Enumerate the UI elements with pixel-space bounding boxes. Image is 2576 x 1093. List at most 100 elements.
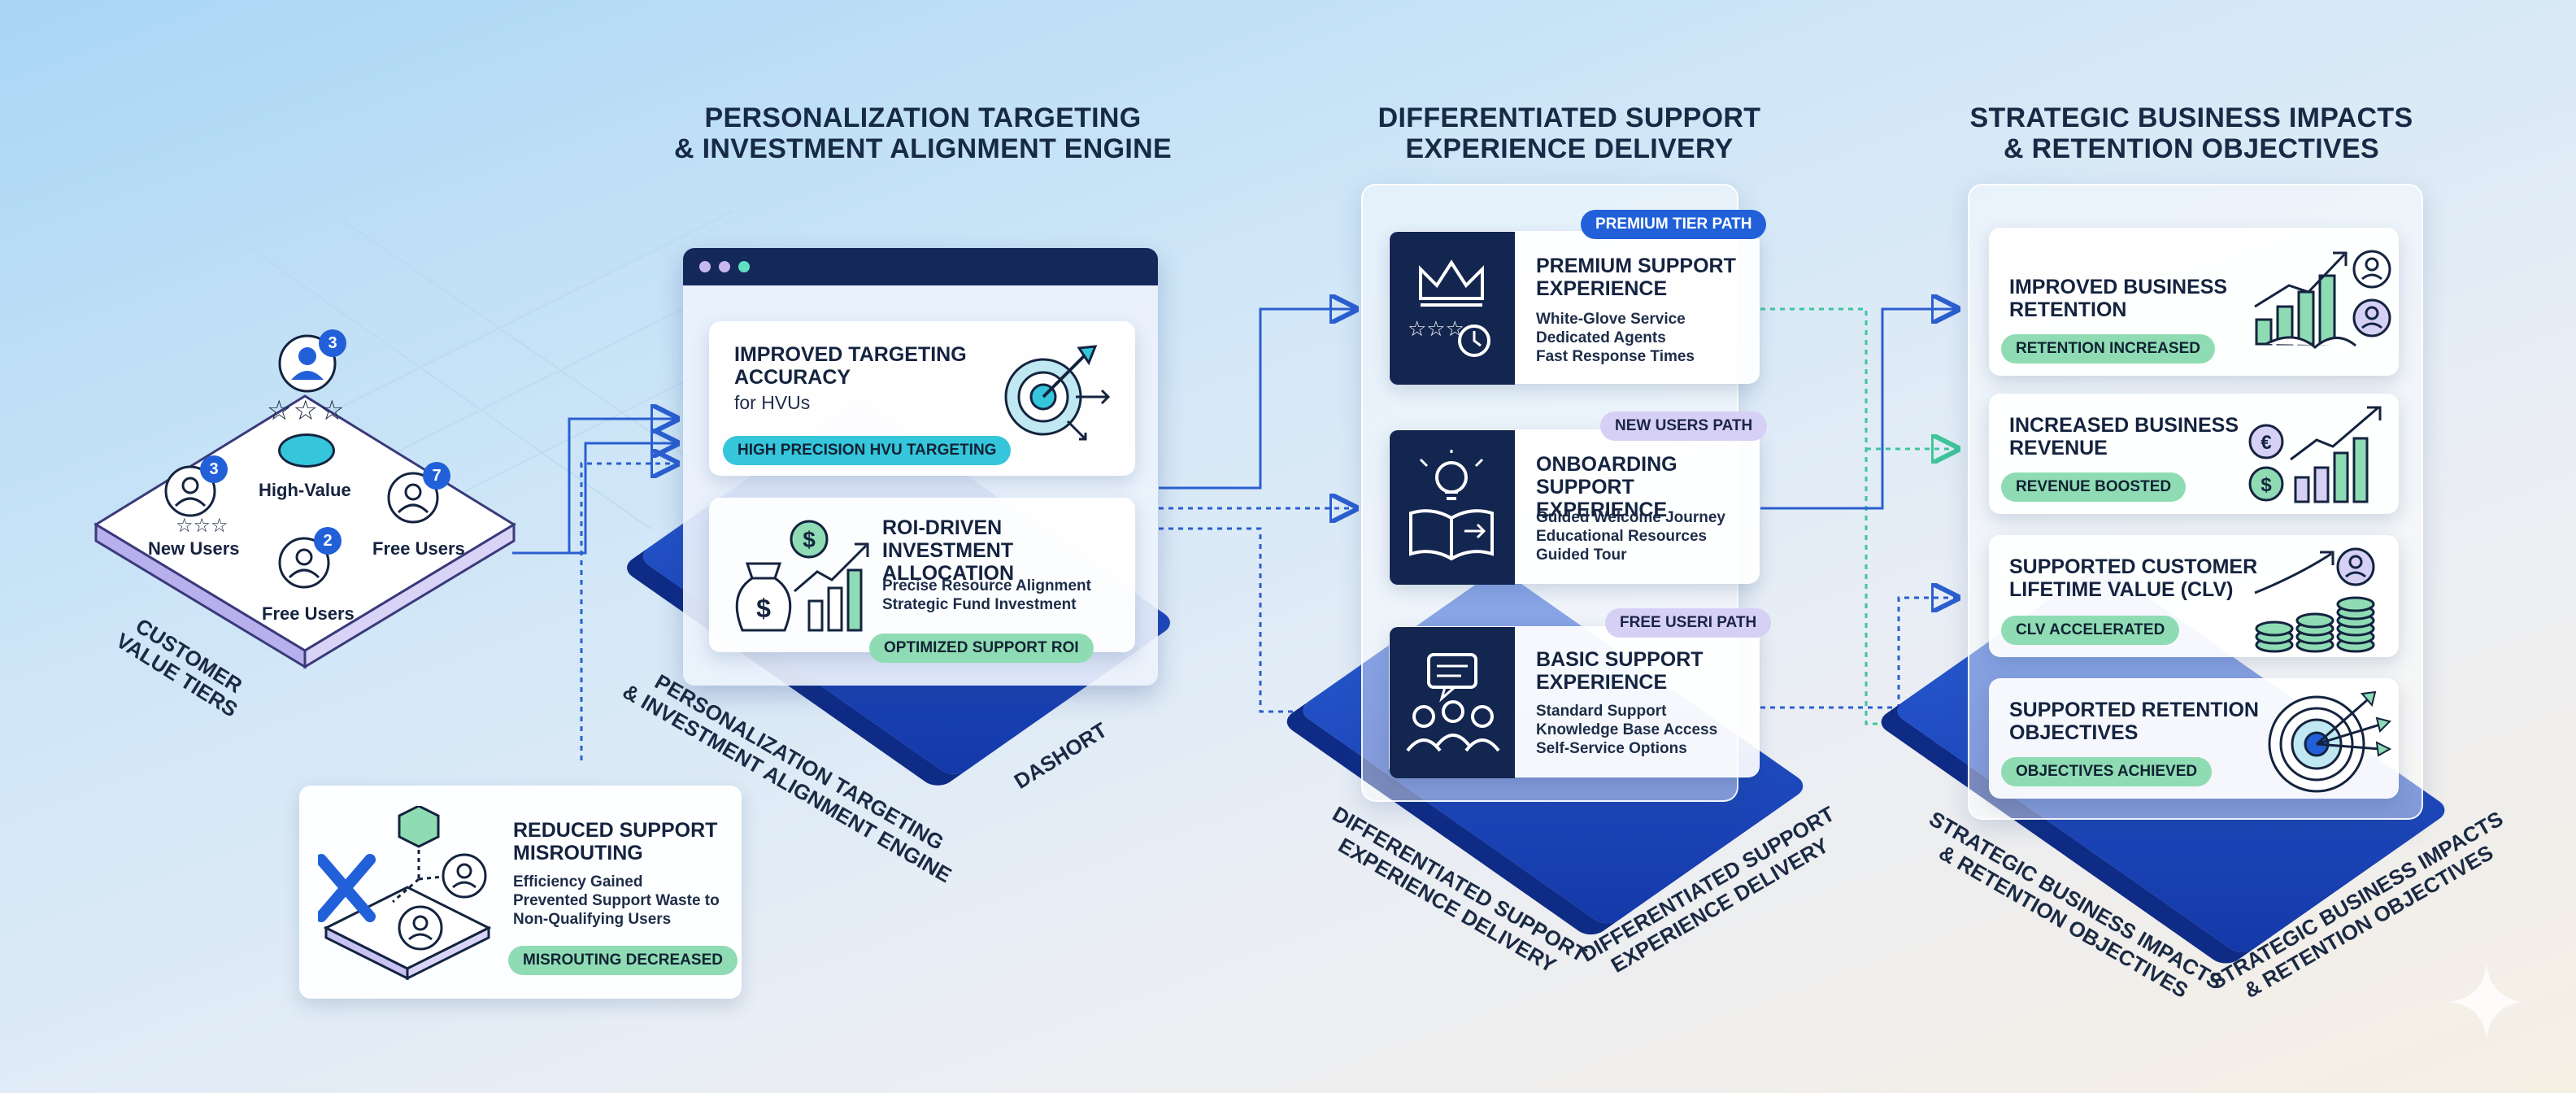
revenue-title-line1: INCREASED BUSINESS: [2009, 414, 2239, 437]
crown-icon: ☆☆☆: [1408, 259, 1490, 357]
basic-support-card: BASIC SUPPORT EXPERIENCE Standard Suppor…: [1389, 626, 1760, 778]
basic-icon-tile: [1390, 627, 1515, 778]
objectives-title-line1: SUPPORTED RETENTION: [2009, 699, 2259, 721]
clv-title-line2: LIFETIME VALUE (CLV): [2009, 578, 2234, 601]
targeting-title-line1: IMPROVED TARGETING: [734, 343, 967, 366]
clv-pill: CLV ACCELERATED: [2001, 616, 2180, 645]
window-dot-icon: [719, 261, 730, 272]
premium-icon-tile: ☆☆☆: [1390, 232, 1515, 385]
premium-tier-tag: PREMIUM TIER PATH: [1581, 210, 1767, 239]
new-users-label: New Users: [148, 538, 240, 559]
revenue-pill: REVENUE BOOSTED: [2001, 472, 2187, 502]
misrouting-title-line2: MISROUTING: [513, 842, 643, 864]
onboarding-item: Guided Welcome Journey: [1536, 509, 1725, 526]
basic-title-line1: BASIC SUPPORT: [1536, 648, 1704, 671]
roi-title-line1: ROI-DRIVEN: [882, 516, 1003, 539]
roi-title-line2: INVESTMENT ALLOCATION: [882, 539, 1015, 585]
revenue-title-line2: REVENUE: [2009, 437, 2108, 459]
high-value-tier: 3 ☆☆☆: [267, 329, 366, 484]
new-users-stars-icon: ☆☆☆: [176, 515, 228, 537]
targeting-subtitle: for HVUs: [734, 392, 811, 413]
roi-body-line2: Strategic Fund Investment: [882, 596, 1077, 613]
onboarding-item: Educational Resources: [1536, 528, 1708, 545]
free-users-bottom-badge: 2: [314, 527, 342, 555]
misrouting-pill: MISROUTING DECREASED: [508, 946, 738, 975]
basic-item: Self-Service Options: [1536, 740, 1687, 757]
engine-heading: PERSONALIZATION TARGETING & INVESTMENT A…: [626, 102, 1220, 164]
free-users-avatar-icon: [387, 472, 439, 524]
premium-item: Dedicated Agents: [1536, 329, 1666, 346]
retention-title-line1: IMPROVED BUSINESS: [2009, 276, 2228, 298]
misrouting-card: REDUCED SUPPORT MISROUTING Efficiency Ga…: [299, 786, 742, 999]
window-titlebar: [683, 248, 1158, 285]
free-users-bottom-tier: 2: [276, 527, 358, 600]
book-lightbulb-icon: [1409, 450, 1494, 561]
impacts-heading-line2: & RETENTION OBJECTIVES: [2004, 133, 2379, 164]
objectives-title-line2: OBJECTIVES: [2009, 721, 2139, 744]
star-rating-icon: ☆☆☆: [267, 395, 346, 426]
basic-item: Knowledge Base Access: [1536, 721, 1718, 738]
svg-text:$: $: [756, 594, 771, 623]
misrouting-body-line2: Prevented Support Waste to: [513, 892, 720, 909]
new-users-avatar-icon: [164, 465, 216, 517]
engine-heading-line2: & INVESTMENT ALIGNMENT ENGINE: [674, 133, 1172, 164]
free-user-path-tag: FREE USERI PATH: [1605, 608, 1772, 638]
misrouting-title-line1: REDUCED SUPPORT: [513, 819, 718, 842]
premium-item: Fast Response Times: [1536, 348, 1695, 365]
svg-text:☆☆☆: ☆☆☆: [1408, 316, 1464, 341]
onboarding-item: Guided Tour: [1536, 546, 1627, 564]
basic-title-line2: EXPERIENCE: [1536, 671, 1668, 694]
roi-allocation-card: $ $ ROI-DRIVEN INVESTMENT ALLOCATION Pre…: [709, 498, 1135, 663]
retention-objectives-card: SUPPORTED RETENTION OBJECTIVES OBJECTIVE…: [1989, 678, 2399, 799]
onboarding-title-line1: ONBOARDING: [1536, 453, 1677, 476]
retention-title-line2: RETENTION: [2009, 298, 2127, 321]
money-growth-icon: $ $: [735, 520, 869, 632]
window-dot-icon: [738, 261, 750, 272]
window-dot-icon: [699, 261, 711, 272]
free-users-bottom-label: Free Users: [262, 603, 355, 624]
premium-title-line2: EXPERIENCE: [1536, 277, 1668, 300]
new-users-path-tag: NEW USERS PATH: [1600, 412, 1768, 441]
misrouting-body-line3: Non-Qualifying Users: [513, 911, 672, 928]
engine-heading-line1: PERSONALIZATION TARGETING: [704, 102, 1142, 133]
free-users-right-label: Free Users: [372, 538, 465, 559]
high-value-label: High-Value: [259, 480, 351, 500]
handshake-growth-icon: [2254, 250, 2391, 349]
misrouting-icon: [318, 806, 492, 981]
currency-growth-icon: € $: [2248, 406, 2382, 503]
bullseye-icon: [2268, 690, 2392, 793]
svg-text:€: €: [2261, 432, 2271, 454]
free-users-right-tier: 7: [385, 462, 467, 535]
free-users-bottom-avatar-icon: [278, 537, 330, 589]
objectives-pill: OBJECTIVES ACHIEVED: [2001, 757, 2213, 786]
business-revenue-card: INCREASED BUSINESS REVENUE REVENUE BOOST…: [1989, 394, 2399, 514]
customer-clv-card: SUPPORTED CUSTOMER LIFETIME VALUE (CLV) …: [1989, 535, 2399, 657]
svg-text:$: $: [803, 527, 816, 552]
high-value-badge: 3: [319, 329, 346, 357]
onboarding-support-card: ONBOARDING SUPPORT EXPERIENCE Guided Wel…: [1389, 429, 1760, 585]
premium-title-line1: PREMIUM SUPPORT: [1536, 255, 1736, 277]
support-heading-line2: EXPERIENCE DELIVERY: [1405, 133, 1734, 164]
targeting-title-line2: ACCURACY: [734, 366, 851, 389]
support-heading: DIFFERENTIATED SUPPORT EXPERIENCE DELIVE…: [1317, 102, 1821, 164]
target-icon: [1004, 345, 1111, 441]
premium-item: White-Glove Service: [1536, 311, 1686, 328]
onboarding-icon-tile: [1390, 430, 1515, 585]
onboarding-title-line2: SUPPORT EXPERIENCE: [1536, 476, 1668, 521]
misrouting-body-line1: Efficiency Gained: [513, 873, 643, 891]
targeting-accuracy-card: IMPROVED TARGETING ACCURACY for HVUs HIG…: [709, 321, 1135, 476]
targeting-pill: HIGH PRECISION HVU TARGETING: [723, 436, 1012, 465]
impacts-heading: STRATEGIC BUSINESS IMPACTS & RETENTION O…: [1935, 102, 2448, 164]
new-users-badge: 3: [200, 455, 228, 483]
svg-text:$: $: [2261, 474, 2272, 496]
free-users-right-badge: 7: [423, 462, 450, 490]
chat-group-icon: [1406, 653, 1500, 752]
new-users-tier: 3 ☆☆☆: [163, 455, 252, 545]
roi-pill: OPTIMIZED SUPPORT ROI: [869, 634, 1094, 663]
roi-body-line1: Precise Resource Alignment: [882, 577, 1091, 594]
coins-growth-icon: [2254, 547, 2375, 653]
support-heading-line1: DIFFERENTIATED SUPPORT: [1377, 102, 1761, 133]
retention-pill: RETENTION INCREASED: [2001, 334, 2215, 364]
basic-item: Standard Support: [1536, 703, 1667, 720]
impacts-heading-line1: STRATEGIC BUSINESS IMPACTS: [1969, 102, 2413, 133]
